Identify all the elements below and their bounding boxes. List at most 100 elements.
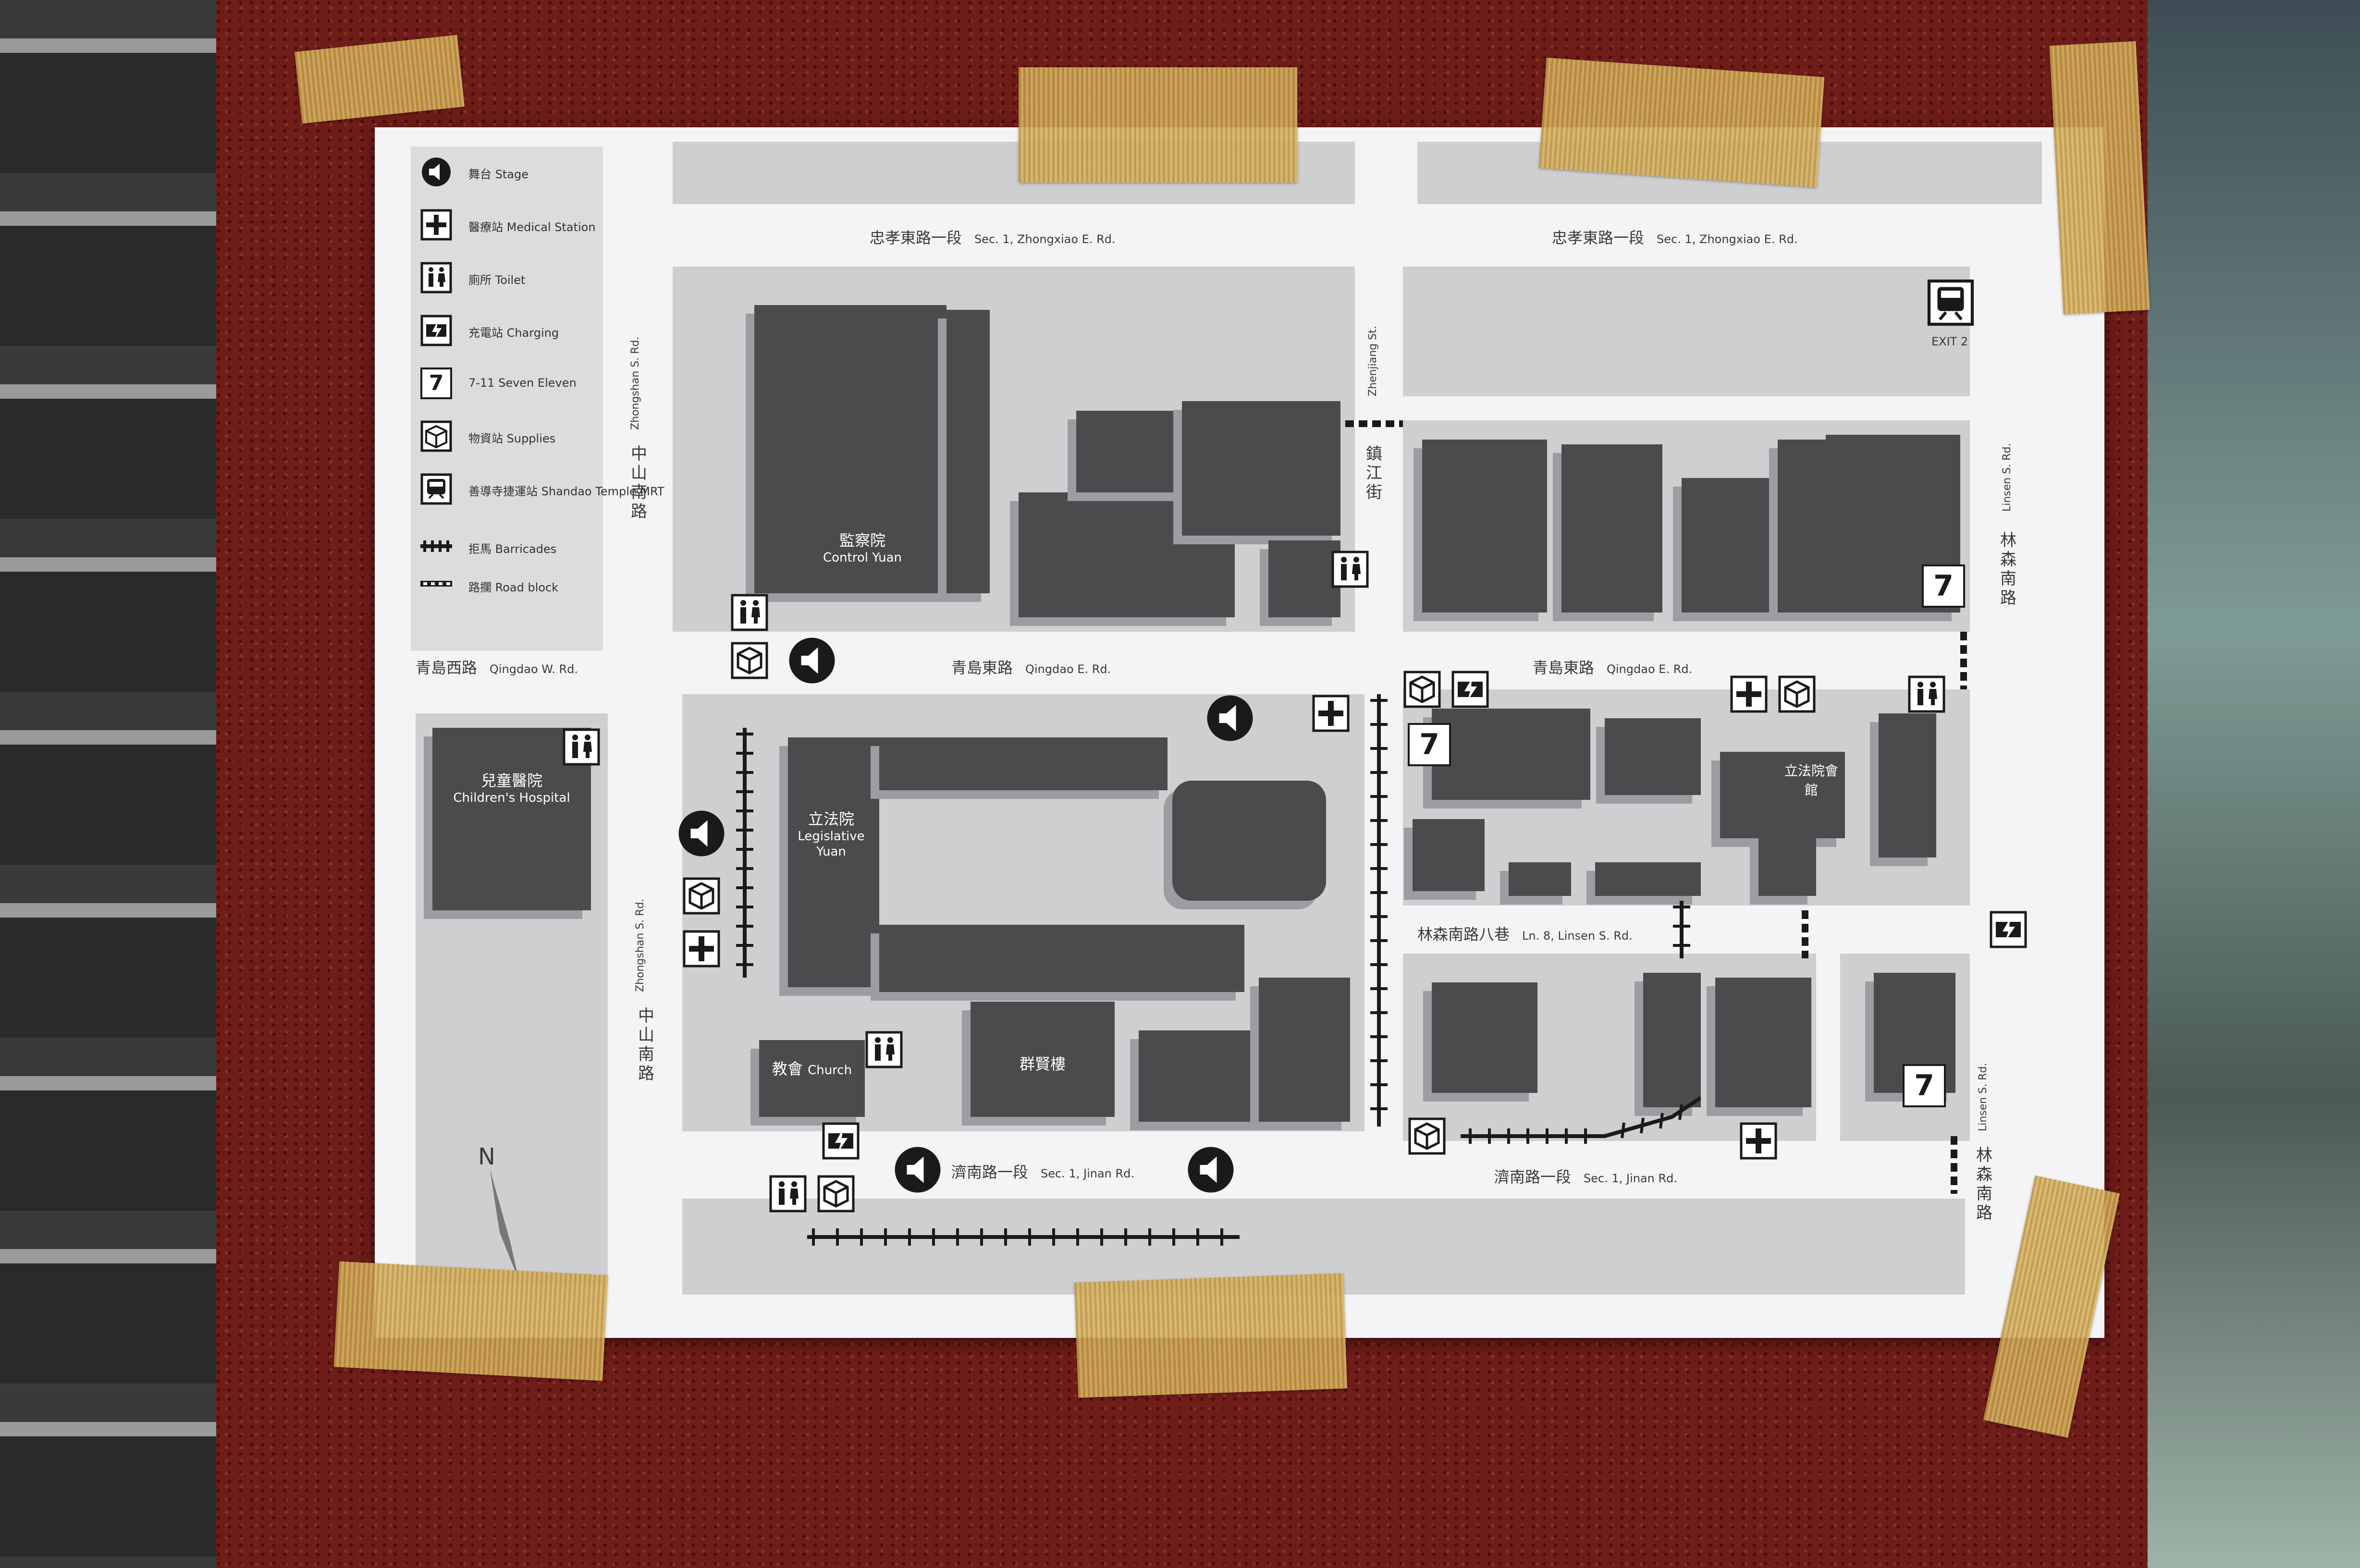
building xyxy=(1595,862,1701,896)
supplies-box-icon xyxy=(1778,675,1816,713)
toilet-icon xyxy=(563,728,600,766)
building xyxy=(1413,819,1485,891)
barricade-line xyxy=(1673,901,1690,958)
legend-label: 路攔 Road block xyxy=(468,581,559,594)
legend-label: 7-11 Seven Eleven xyxy=(468,376,577,390)
legend-label: 醫療站 Medical Station xyxy=(468,220,596,234)
legislative-hall-building xyxy=(1720,752,1845,838)
medical-cross-icon xyxy=(683,930,720,968)
childrens-hospital-zh: 兒童醫院 xyxy=(480,772,542,790)
legislative-yuan-en: Legislative Yuan xyxy=(798,829,865,859)
road-block xyxy=(1802,910,1808,958)
building xyxy=(1879,713,1936,858)
supplies-box-icon xyxy=(420,420,452,452)
building xyxy=(1605,718,1701,795)
barricade-line xyxy=(1461,1096,1701,1144)
block-mrt xyxy=(1403,267,1970,396)
road-block xyxy=(1345,420,1403,427)
tape-strip xyxy=(2049,41,2150,315)
legislative-hall-wing xyxy=(1758,838,1816,896)
tape-strip xyxy=(333,1261,608,1381)
charging-icon xyxy=(822,1122,860,1160)
medical-cross-icon xyxy=(1312,695,1350,732)
building xyxy=(1268,540,1340,617)
legislative-yuan-north-wing xyxy=(879,737,1168,790)
speaker-icon xyxy=(678,810,725,857)
legend-label: 物資站 Supplies xyxy=(468,432,556,445)
building xyxy=(1509,862,1571,896)
building xyxy=(1259,978,1350,1122)
tape-strip xyxy=(1074,1273,1348,1398)
qunxian-building xyxy=(971,1002,1115,1117)
road-label-zhongshan-bot-zh: 中山南路 xyxy=(638,1006,654,1083)
supplies-box-icon xyxy=(1403,671,1441,708)
control-yuan-zh: 監察院 xyxy=(839,531,885,550)
legend-label: 廁所 Toilet xyxy=(468,273,526,287)
road-label-linsen-bot-en: Linsen S. Rd. xyxy=(1977,1063,1989,1131)
metal-railing xyxy=(0,0,226,1568)
road-label-zhongshan-top-en: Zhongshan S. Rd. xyxy=(629,336,641,430)
control-yuan-building xyxy=(754,305,946,593)
childrens-hospital-en: Children's Hospital xyxy=(453,791,570,805)
road-label-zhenjiang-zh: 鎮江街 xyxy=(1366,444,1382,502)
supplies-box-icon xyxy=(731,642,768,679)
legislative-yuan-building xyxy=(788,737,879,987)
mrt-train-icon xyxy=(1927,279,1974,326)
tape-strip xyxy=(1538,58,1825,187)
legend-panel: 舞台 Stage 醫療站 Medical Station 廁所 Toilet 充… xyxy=(411,147,664,651)
legend-label: 拒馬 Barricades xyxy=(468,542,557,556)
road-label-zhongshan-bot-en: Zhongshan S. Rd. xyxy=(634,898,646,992)
supplies-box-icon xyxy=(1408,1117,1446,1155)
speaker-icon xyxy=(789,637,835,684)
toilet-icon xyxy=(420,262,452,294)
road-label-linsen-top-zh: 林森南路 xyxy=(2000,531,2016,608)
legend-label: 善導寺捷運站 Shandao Temple MRT xyxy=(468,485,664,498)
toilet-icon xyxy=(1908,675,1945,713)
qunxian-label: 群賢樓 xyxy=(1019,1055,1066,1073)
assembly-hall-building xyxy=(1172,781,1326,901)
building xyxy=(1561,444,1662,612)
medical-cross-icon xyxy=(420,209,452,241)
building xyxy=(1139,1030,1259,1122)
toilet-icon xyxy=(731,594,768,631)
road-block xyxy=(1960,632,1967,689)
toilet-icon xyxy=(1331,551,1369,588)
church-label: 教會 Church xyxy=(759,1059,865,1080)
road-label-linsen-top-en: Linsen S. Rd. xyxy=(2001,443,2013,512)
protest-map-poster: 舞台 Stage 醫療站 Medical Station 廁所 Toilet 充… xyxy=(375,127,2104,1338)
supplies-box-icon xyxy=(817,1175,855,1213)
church-building xyxy=(759,1040,865,1117)
building xyxy=(1182,401,1340,536)
barricade-icon xyxy=(420,540,452,552)
control-yuan-en: Control Yuan xyxy=(823,551,902,565)
toilet-icon xyxy=(865,1031,903,1068)
charging-icon xyxy=(1451,671,1489,708)
seven-eleven-icon: 7 xyxy=(1408,723,1451,766)
medical-cross-icon xyxy=(1730,675,1768,713)
control-yuan-wing xyxy=(946,310,990,593)
north-label: N xyxy=(478,1143,495,1170)
seven-eleven-icon: 7 xyxy=(1903,1064,1946,1107)
building xyxy=(1715,978,1811,1107)
church-zh: 教會 xyxy=(772,1060,803,1078)
north-arrow-icon xyxy=(490,1170,519,1280)
glass-window xyxy=(2148,0,2360,1568)
road-block-icon xyxy=(420,581,452,587)
road-label-zhenjiang-en: Zhenjiang St. xyxy=(1367,326,1379,396)
barricade-line xyxy=(807,1228,1240,1246)
speaker-icon xyxy=(895,1147,941,1193)
barricade-line xyxy=(1370,694,1388,1127)
supplies-box-icon xyxy=(683,877,720,915)
legend-label: 舞台 Stage xyxy=(468,168,529,181)
tape-strip xyxy=(1019,67,1297,183)
legend-label: 充電站 Charging xyxy=(468,326,559,340)
